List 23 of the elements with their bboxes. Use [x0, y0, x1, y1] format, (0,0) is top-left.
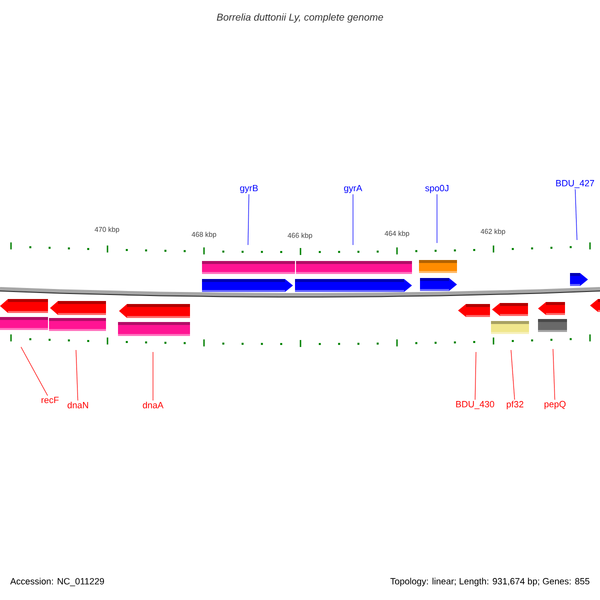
leader-line — [436, 194, 438, 244]
footer-text: Accession: NC_011229 — [10, 578, 104, 586]
leader-line — [552, 348, 556, 400]
gene-label: BDU_427 — [556, 180, 594, 188]
gene-label: dnaN — [68, 402, 88, 408]
title: Borrelia duttonii Ly, complete genome — [216, 13, 384, 23]
leader-line — [352, 194, 354, 246]
leader-line — [152, 352, 154, 401]
gene-label: pepQ — [544, 400, 566, 410]
leader-line — [510, 350, 515, 400]
gene-label: recF — [42, 396, 59, 404]
gene-label: gyrA — [344, 184, 362, 194]
footer-text: Topology: linear; Length: 931,674 bp; Genes: 855 — [390, 578, 590, 586]
gene-label: pf32 — [506, 400, 524, 410]
leader-line — [248, 194, 250, 246]
gene-label: spo0J — [425, 184, 448, 194]
leader-line — [574, 188, 578, 240]
gene-label: BDU_430 — [456, 400, 494, 410]
leader-line — [76, 350, 78, 401]
leader-line — [20, 346, 48, 396]
leader-line — [474, 352, 476, 400]
gene-label: dnaA — [142, 402, 164, 408]
gene-label: gyrB — [240, 184, 258, 194]
